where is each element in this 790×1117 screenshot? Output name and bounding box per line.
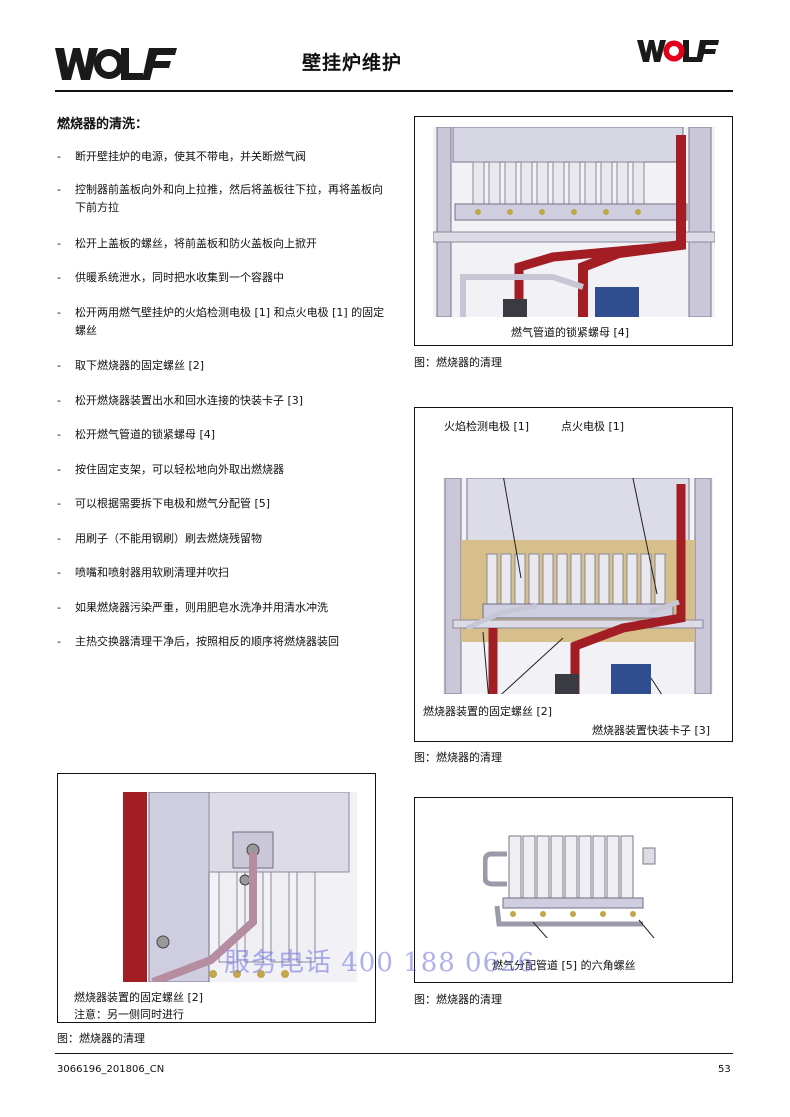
label-gas-pipe-nut: 燃气管道的锁紧螺母 [4] — [511, 326, 630, 339]
label-burner-quick-clip: 燃烧器装置快装卡子 [3] — [592, 724, 711, 737]
wolf-logo-left — [55, 46, 187, 82]
page-title: 壁挂炉维护 — [302, 52, 403, 74]
figure-2-frame: 火焰检测电极 [1] 点火电极 [1] 燃烧器装置的固定螺丝 [2] 燃烧器装置… — [414, 407, 733, 742]
list-item: -松开上盖板的螺丝，将前盖板和防火盖板向上掀开 — [57, 237, 317, 250]
figure-3-frame: 燃烧器装置的固定螺丝 [2] 注意：另一侧同时进行 — [57, 773, 376, 1023]
label-note-other-side: 注意：另一侧同时进行 — [74, 1008, 184, 1021]
figure-1-frame: 燃气管道的锁紧螺母 [4] — [414, 116, 733, 346]
document-number: 3066196_201806_CN — [57, 1064, 165, 1075]
figure-1-caption: 图：燃烧器的清理 — [414, 356, 502, 369]
list-item: -主热交换器清理干净后，按照相反的顺序将燃烧器装回 — [57, 635, 339, 648]
list-item: -喷嘴和喷射器用软刷清理并吹扫 — [57, 566, 229, 579]
figure-3-burner-closeup-illustration — [123, 792, 357, 982]
list-item: -如果燃烧器污染严重，则用肥皂水洗净并用清水冲洗 — [57, 601, 328, 614]
list-item: -断开壁挂炉的电源，使其不带电，并关断燃气阀 — [57, 150, 306, 163]
label-ignition-electrode: 点火电极 [1] — [561, 420, 625, 433]
list-item: -松开两用燃气壁挂炉的火焰检测电极 [1] 和点火电极 [1] 的固定螺丝 — [57, 306, 385, 337]
section-heading: 燃烧器的清洗： — [57, 117, 149, 132]
list-item: -松开燃烧器装置出水和回水连接的快装卡子 [3] — [57, 394, 304, 407]
figure-4-caption: 图：燃烧器的清理 — [414, 993, 502, 1006]
figure-3-caption: 图：燃烧器的清理 — [57, 1032, 145, 1045]
list-item: -取下燃烧器的固定螺丝 [2] — [57, 359, 205, 372]
figure-2-burner-illustration — [443, 478, 713, 694]
figure-4-burner-assembly-illustration — [483, 835, 656, 938]
label-burner-fixing-screw-closeup: 燃烧器装置的固定螺丝 [2] — [74, 991, 204, 1004]
list-item: -控制器前盖板向外和向上拉推，然后将盖板往下拉，再将盖板向下前方拉 — [57, 183, 383, 214]
list-item: -供暖系统泄水，同时把水收集到一个容器中 — [57, 271, 284, 284]
list-item: -用刷子（不能用钢刷）刷去燃烧残留物 — [57, 532, 262, 545]
list-item: -松开燃气管道的锁紧螺母 [4] — [57, 428, 216, 441]
wolf-logo-right — [637, 38, 723, 64]
label-burner-fixing-screw: 燃烧器装置的固定螺丝 [2] — [423, 705, 553, 718]
header-divider — [55, 90, 733, 92]
label-gas-distribution-pipe-hex-screw: 燃气分配管道 [5] 的六角螺丝 — [492, 959, 636, 972]
wolf-logo-right-icon — [637, 40, 719, 62]
service-phone-watermark: 服务电话 400 188 0626 — [224, 948, 536, 978]
figure-4-frame: 燃气分配管道 [5] 的六角螺丝 — [414, 797, 733, 983]
footer-divider — [55, 1053, 733, 1054]
list-item: -可以根据需要拆下电极和燃气分配管 [5] — [57, 497, 271, 510]
label-flame-detection-electrode: 火焰检测电极 [1] — [444, 420, 530, 433]
page-number: 53 — [718, 1064, 731, 1075]
list-item: -按住固定支架，可以轻松地向外取出燃烧器 — [57, 463, 284, 476]
figure-2-caption: 图：燃烧器的清理 — [414, 751, 502, 764]
figure-1-burner-illustration — [433, 127, 715, 317]
wolf-logo-left-icon — [55, 48, 177, 80]
